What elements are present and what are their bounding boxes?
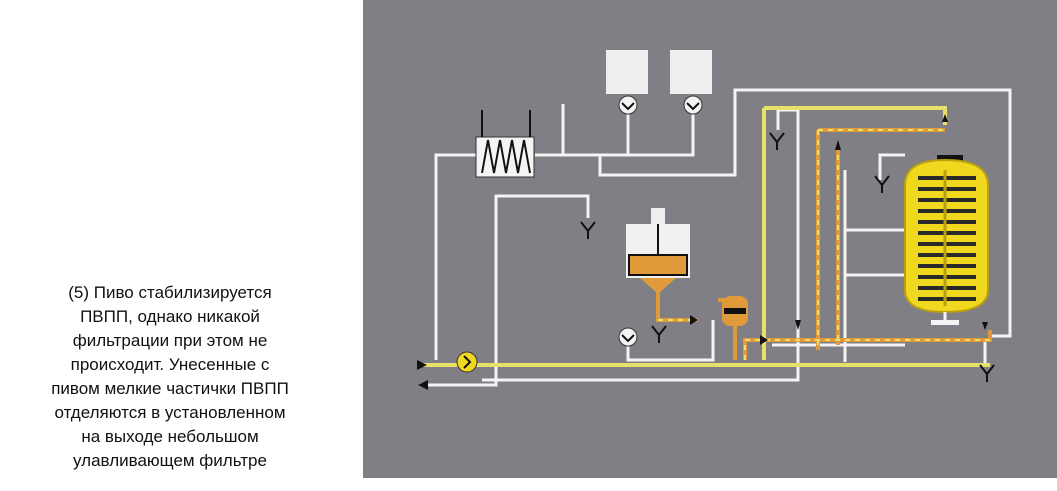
dosing-tank-left <box>606 50 648 115</box>
pvpp-dosing-vessel <box>626 208 690 292</box>
flow-arrows <box>417 114 988 390</box>
orange-pipes-dash-overlay <box>658 129 990 360</box>
heat-exchanger <box>475 110 535 178</box>
pvpp-filter-vessel <box>904 155 989 325</box>
white-pipes <box>420 88 1012 387</box>
drain-outlets <box>580 132 995 382</box>
pump <box>456 351 478 373</box>
dosing-tank-right <box>670 50 712 115</box>
catch-filter <box>722 296 748 326</box>
filter-slats <box>918 176 976 301</box>
caption-text: (5) Пиво стабилизируется ПВПП, однако ни… <box>51 283 289 470</box>
check-valve <box>618 327 638 347</box>
process-diagram <box>417 50 1012 390</box>
